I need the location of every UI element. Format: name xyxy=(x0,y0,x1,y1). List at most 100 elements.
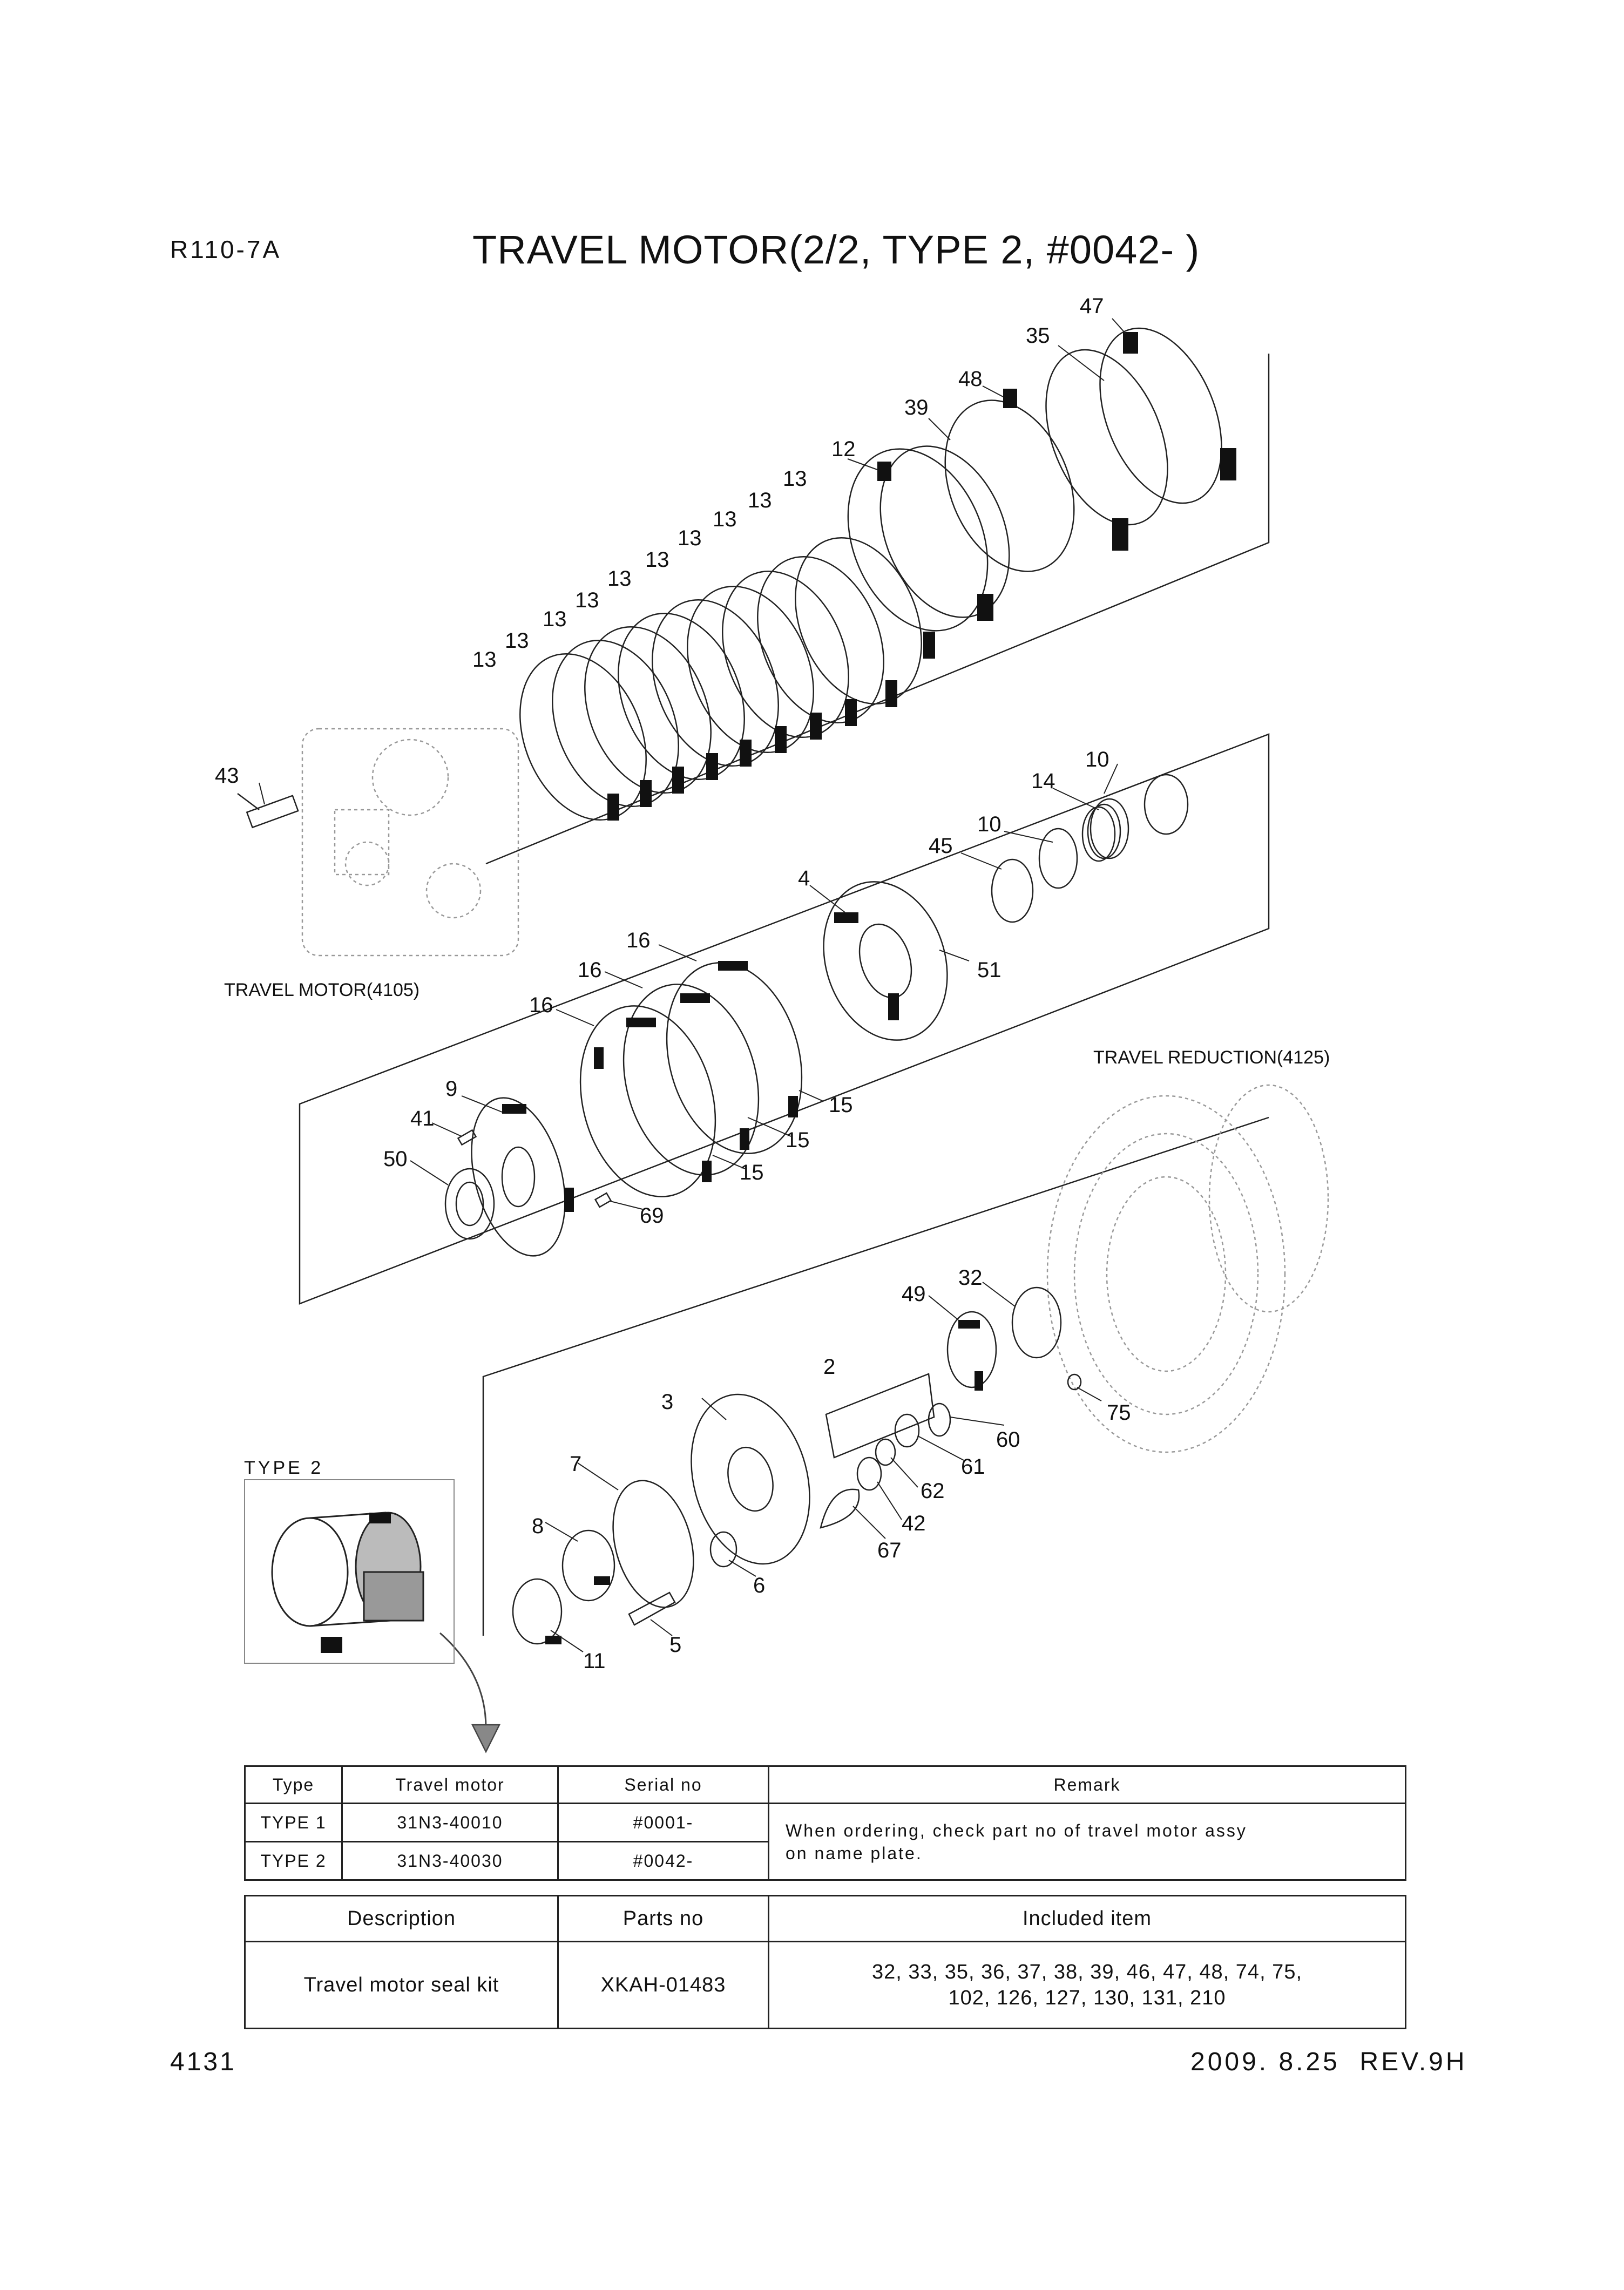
callout-61: 61 xyxy=(961,1455,985,1479)
col-header-remark: Remark xyxy=(768,1765,1406,1804)
callout-47: 47 xyxy=(1080,294,1104,318)
callout-43: 43 xyxy=(215,764,239,788)
callout-13: 13 xyxy=(713,507,737,531)
callout-62: 62 xyxy=(921,1479,945,1503)
callout-10: 10 xyxy=(1085,748,1109,771)
motor-cell: 31N3-40030 xyxy=(341,1841,559,1881)
spherical-bush-8 xyxy=(561,1529,615,1602)
callout-13: 13 xyxy=(472,648,497,672)
col-header-type: Type xyxy=(244,1765,343,1804)
callout-42: 42 xyxy=(902,1512,926,1535)
callout-14: 14 xyxy=(1031,769,1055,793)
snap-ring-45 xyxy=(991,858,1034,923)
type2-motor-illustration xyxy=(271,1512,424,1653)
spring-14 xyxy=(1090,798,1129,859)
parts-no-cell: XKAH-01483 xyxy=(557,1941,769,2029)
callout-41: 41 xyxy=(410,1107,435,1130)
col-header-serial: Serial no xyxy=(557,1765,769,1804)
revision-date: 2009. 8.25 REV.9H xyxy=(1190,2048,1467,2076)
callout-8: 8 xyxy=(532,1514,544,1538)
callout-13: 13 xyxy=(505,629,529,653)
callout-5: 5 xyxy=(669,1633,681,1657)
lower-frame-outline xyxy=(482,1116,1269,1636)
retainer-plate-7 xyxy=(612,1480,694,1608)
table-row: TYPE 2 31N3-40030 #0042- xyxy=(244,1841,1406,1881)
page-number: 4131 xyxy=(170,2048,236,2076)
included-items-cell: 32, 33, 35, 36, 37, 38, 39, 46, 47, 48, … xyxy=(768,1941,1406,2029)
callout-48: 48 xyxy=(958,367,983,391)
callout-32: 32 xyxy=(958,1266,983,1290)
callout-2: 2 xyxy=(823,1355,835,1379)
col-header-parts-no: Parts no xyxy=(557,1895,769,1942)
callout-60: 60 xyxy=(996,1428,1020,1452)
type-cell: TYPE 1 xyxy=(244,1803,343,1842)
callout-50: 50 xyxy=(383,1147,408,1171)
callout-12: 12 xyxy=(831,437,856,461)
col-header-included-item: Included item xyxy=(768,1895,1406,1942)
ring-10a xyxy=(1143,774,1189,835)
valve-plate-4 xyxy=(823,881,948,1041)
bearing-49 xyxy=(946,1311,997,1388)
callout-15: 15 xyxy=(740,1161,764,1184)
o-ring-75 xyxy=(1067,1373,1082,1391)
arrow-to-table xyxy=(471,1724,501,1753)
callout-16: 16 xyxy=(529,993,553,1017)
callout-13: 13 xyxy=(748,489,772,512)
callout-13: 13 xyxy=(645,548,669,572)
callout-16: 16 xyxy=(578,958,602,982)
seal-ring-35 xyxy=(1045,349,1168,526)
middle-frame-outline xyxy=(299,733,1270,1305)
callout-15: 15 xyxy=(829,1093,853,1117)
type-cell: TYPE 2 xyxy=(244,1841,343,1881)
callout-3: 3 xyxy=(661,1390,673,1414)
guide-6 xyxy=(709,1531,737,1568)
ring-11 xyxy=(512,1578,563,1645)
callout-13: 13 xyxy=(543,607,567,631)
pin-42 xyxy=(856,1456,882,1491)
pin-69 xyxy=(594,1192,612,1208)
motor-cell: 31N3-40010 xyxy=(341,1803,559,1842)
bearing-50 xyxy=(444,1168,495,1240)
piston-12 xyxy=(847,448,989,632)
valve-plate-group xyxy=(444,774,1189,1257)
description-cell: Travel motor seal kit xyxy=(244,1941,559,2029)
col-header-description: Description xyxy=(244,1895,559,1942)
callout-13: 13 xyxy=(607,567,632,591)
ring-16c xyxy=(666,962,803,1154)
callout-4: 4 xyxy=(798,866,810,890)
pin-62 xyxy=(875,1438,896,1466)
ring-16a xyxy=(579,1005,716,1197)
bolt-43 xyxy=(237,793,299,829)
ring-16b xyxy=(622,984,760,1176)
callout-49: 49 xyxy=(902,1282,926,1306)
pin-41 xyxy=(457,1129,477,1146)
callout-13: 13 xyxy=(575,588,599,612)
col-header-travel-motor: Travel motor xyxy=(341,1765,559,1804)
spring-60 xyxy=(928,1403,951,1437)
callout-6: 6 xyxy=(753,1574,765,1597)
backup-ring-47 xyxy=(1099,327,1222,504)
callout-35: 35 xyxy=(1026,324,1050,348)
type2-label: TYPE 2 xyxy=(244,1458,324,1478)
callout-7: 7 xyxy=(570,1452,581,1476)
guide-61 xyxy=(894,1413,920,1448)
seal-32 xyxy=(1011,1286,1062,1359)
remark-line-2: on name plate. xyxy=(786,1843,923,1863)
ring-10b xyxy=(1038,828,1078,889)
travel-reduction-housing-ghost xyxy=(1046,1084,1329,1453)
travel-reduction-ref: TRAVEL REDUCTION(4125) xyxy=(1093,1047,1330,1068)
remark-line-1: When ordering, check part no of travel m… xyxy=(786,1820,1247,1840)
callout-13: 13 xyxy=(678,526,702,550)
seal-ring-48 xyxy=(944,399,1075,572)
serial-cell: #0001- xyxy=(557,1803,769,1842)
included-items-line-1: 32, 33, 35, 36, 37, 38, 39, 46, 47, 48, … xyxy=(871,1961,1303,1983)
plate-9 xyxy=(471,1097,566,1257)
callout-75: 75 xyxy=(1107,1401,1131,1425)
callout-51: 51 xyxy=(977,958,1002,982)
seal-kit-table: Description Parts no Included item Trave… xyxy=(244,1895,1406,2029)
included-items-line-2: 102, 126, 127, 130, 131, 210 xyxy=(948,1987,1226,2009)
callout-67: 67 xyxy=(877,1539,902,1562)
page-title: TRAVEL MOTOR(2/2, TYPE 2, #0042- ) xyxy=(472,227,1200,272)
callout-39: 39 xyxy=(904,396,929,419)
